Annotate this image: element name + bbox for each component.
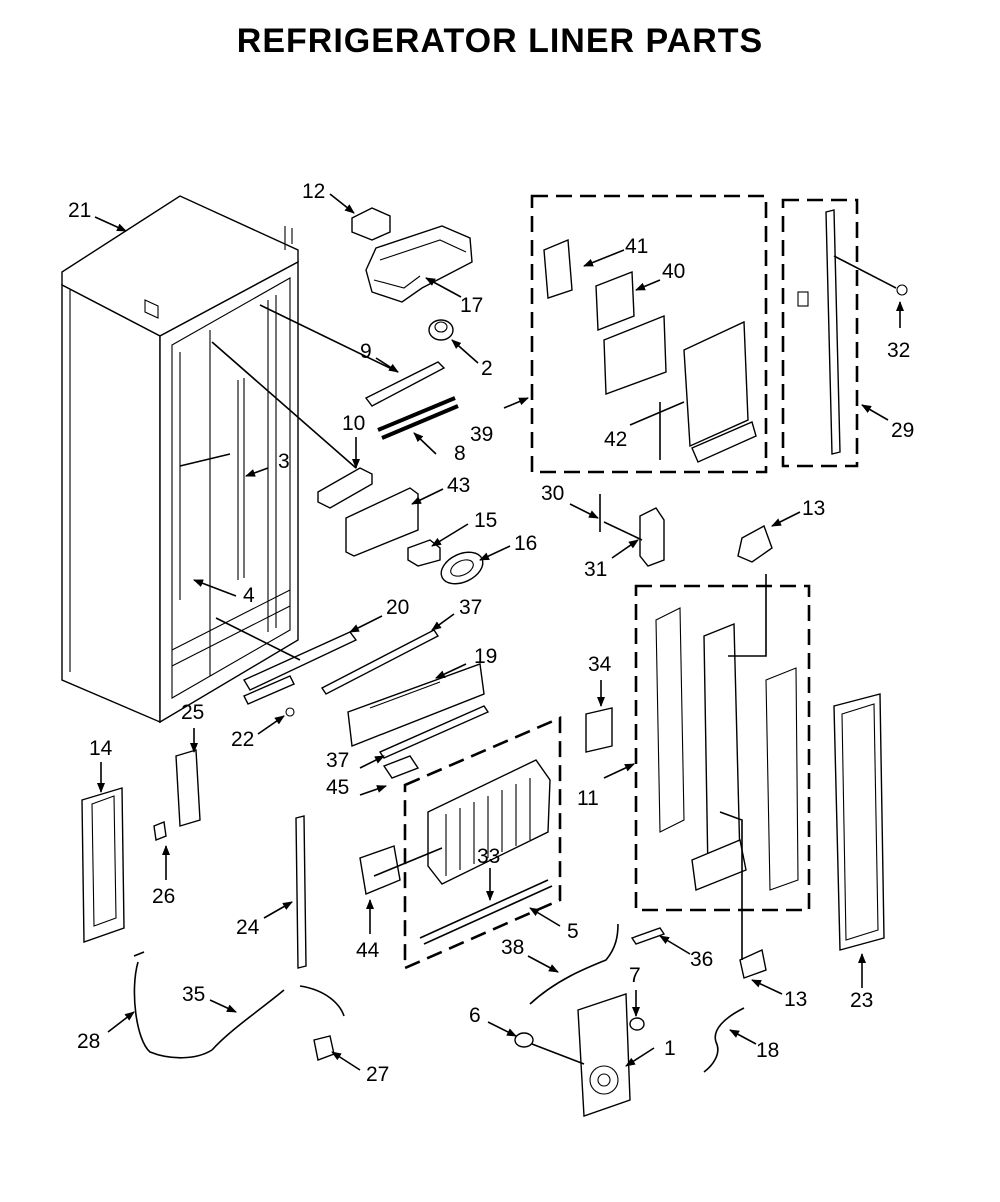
housing-part-17 (365, 225, 473, 303)
callout-6: 6 (469, 1004, 481, 1027)
hinge-part-24 (295, 815, 307, 969)
evaporator-part-45 (382, 755, 551, 885)
callout-24: 24 (236, 916, 260, 939)
dashed-group-11 (634, 584, 811, 912)
callout-21: 21 (68, 199, 91, 222)
frame-part-11 (655, 607, 799, 891)
trim-part-37-top (320, 629, 440, 695)
lens-part-16 (440, 551, 484, 585)
dashed-group-39 (530, 194, 768, 474)
callout-37a: 37 (459, 596, 482, 619)
callout-28: 28 (77, 1030, 100, 1053)
callout-14: 14 (89, 737, 113, 760)
callout-18: 18 (756, 1039, 779, 1062)
callout-39: 39 (470, 423, 493, 446)
callout-45: 45 (326, 776, 349, 799)
plate-part-40 (595, 270, 667, 395)
louver-part-20 (242, 631, 358, 691)
heater-part-33 (419, 879, 553, 945)
callout-29: 29 (891, 419, 914, 442)
bracket-part-12 (351, 207, 391, 241)
callout-41: 41 (625, 235, 648, 258)
callout-42: 42 (604, 428, 627, 451)
leader-lines (94, 193, 904, 1071)
bracket-part-10 (317, 467, 373, 509)
callout-31: 31 (584, 558, 607, 581)
page-title: REFRIGERATOR LINER PARTS (236, 22, 764, 60)
callout-12: 12 (302, 180, 325, 203)
grille-part-22 (243, 675, 295, 717)
liner-cabinet-part (61, 195, 299, 724)
callout-37b: 37 (326, 749, 349, 772)
callout-5: 5 (567, 920, 579, 943)
panel-part-42 (683, 320, 757, 463)
callout-1: 1 (664, 1037, 676, 1060)
callout-13b: 13 (784, 988, 807, 1011)
harness-part-38 (529, 923, 619, 1005)
callout-20: 20 (386, 596, 409, 619)
drain-part-44 (359, 845, 401, 895)
panel-part-19 (347, 663, 485, 747)
callout-4: 4 (243, 584, 255, 607)
callout-34: 34 (588, 653, 612, 676)
callout-38: 38 (501, 936, 524, 959)
callout-13a: 13 (802, 497, 825, 520)
strip-part-32 (797, 209, 908, 455)
nut-part-7 (629, 1017, 645, 1031)
bracket-part-13-bottom (739, 948, 767, 979)
callout-22: 22 (231, 728, 254, 751)
callout-9: 9 (360, 340, 372, 363)
callout-7: 7 (629, 964, 641, 987)
harness-part-18 (703, 1007, 745, 1073)
dashed-group-5 (403, 716, 562, 970)
block-part-34 (585, 707, 613, 753)
callout-27: 27 (366, 1063, 389, 1086)
dashed-group-29 (781, 198, 859, 468)
callout-11: 11 (577, 787, 599, 810)
bracket-part-13-top (737, 524, 773, 563)
callout-3: 3 (278, 450, 290, 473)
callout-40: 40 (662, 260, 685, 283)
cover-part-31 (639, 507, 665, 567)
callout-26: 26 (152, 885, 175, 908)
callout-30: 30 (541, 482, 564, 505)
callout-43: 43 (447, 474, 470, 497)
clip-part-26 (153, 821, 167, 841)
callout-23: 23 (850, 989, 873, 1012)
cover-part-43 (345, 487, 419, 557)
callout-35: 35 (182, 983, 205, 1006)
callout-16: 16 (514, 532, 537, 555)
callout-36: 36 (690, 948, 713, 971)
callout-2: 2 (481, 357, 493, 380)
callout-labels: 1 2 3 4 5 6 7 8 9 10 11 12 13 13 14 15 1… (68, 180, 914, 1086)
callout-8: 8 (454, 442, 466, 465)
tube-part-28 (133, 951, 213, 1059)
callout-15: 15 (474, 509, 497, 532)
clamp-part-27 (313, 1035, 335, 1061)
callout-33: 33 (477, 845, 500, 868)
trim-part-14 (81, 787, 125, 943)
callout-44: 44 (356, 939, 380, 962)
harness-part-35 (211, 985, 345, 1051)
callout-32: 32 (887, 339, 910, 362)
fan-motor-part-1 (577, 993, 631, 1117)
fan-blade-part-6 (514, 1032, 534, 1048)
strip-part-8 (377, 396, 459, 440)
rail-part-9 (364, 361, 446, 407)
callout-19: 19 (474, 645, 497, 668)
callout-17: 17 (460, 294, 483, 317)
callout-10: 10 (342, 412, 365, 435)
clip-part-36 (630, 927, 666, 945)
bracket-part-41 (543, 238, 573, 299)
callout-25: 25 (181, 701, 204, 724)
gasket-part-23 (833, 693, 885, 951)
knob-part-2 (428, 319, 454, 341)
control-part-25 (175, 749, 201, 827)
